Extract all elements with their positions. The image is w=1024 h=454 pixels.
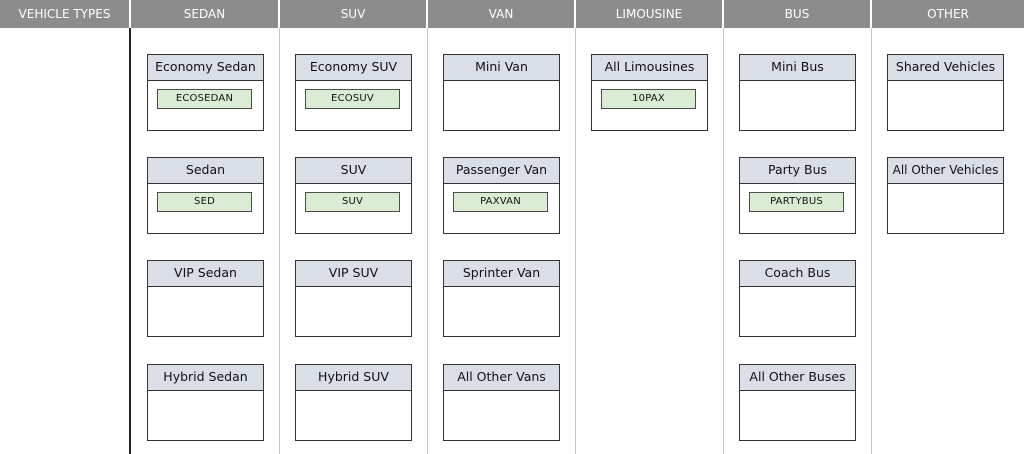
card-body[interactable]	[444, 287, 559, 337]
card-title: All Other Buses	[740, 365, 855, 391]
column-header-vehicle-types: VEHICLE TYPES	[0, 0, 129, 28]
card-body[interactable]: PAXVAN	[444, 184, 559, 234]
vehicle-type-card-suv[interactable]: SUV SUV	[295, 157, 412, 234]
vehicle-type-card-all-other-vehicles[interactable]: All Other Vehicles	[887, 157, 1004, 234]
card-title: Party Bus	[740, 158, 855, 184]
card-body[interactable]: ECOSUV	[296, 81, 411, 131]
vehicle-code-tag[interactable]: ECOSEDAN	[157, 89, 252, 109]
card-body[interactable]	[888, 184, 1003, 234]
card-title: Mini Van	[444, 55, 559, 81]
card-title: All Limousines	[592, 55, 707, 81]
column-divider	[723, 28, 724, 454]
card-title: Economy SUV	[296, 55, 411, 81]
card-title: Shared Vehicles	[888, 55, 1003, 81]
column-divider	[427, 28, 428, 454]
column-divider	[279, 28, 280, 454]
card-body[interactable]	[740, 287, 855, 337]
column-header-suv: SUV	[280, 0, 426, 28]
vehicle-type-card-passenger-van[interactable]: Passenger Van PAXVAN	[443, 157, 560, 234]
card-body[interactable]	[444, 391, 559, 441]
vehicle-code-tag[interactable]: SUV	[305, 192, 400, 212]
column-header-sedan: SEDAN	[131, 0, 278, 28]
vehicle-type-card-economy-sedan[interactable]: Economy Sedan ECOSEDAN	[147, 54, 264, 131]
vehicle-type-card-hybrid-sedan[interactable]: Hybrid Sedan	[147, 364, 264, 441]
vehicle-code-tag[interactable]: 10PAX	[601, 89, 696, 109]
card-body[interactable]: PARTYBUS	[740, 184, 855, 234]
vehicle-type-card-party-bus[interactable]: Party Bus PARTYBUS	[739, 157, 856, 234]
card-title: All Other Vans	[444, 365, 559, 391]
vehicle-type-card-all-limousines[interactable]: All Limousines 10PAX	[591, 54, 708, 131]
vehicle-type-card-shared-vehicles[interactable]: Shared Vehicles	[887, 54, 1004, 131]
card-title: Coach Bus	[740, 261, 855, 287]
vehicle-type-card-mini-van[interactable]: Mini Van	[443, 54, 560, 131]
card-body[interactable]	[296, 391, 411, 441]
vehicle-type-card-all-other-buses[interactable]: All Other Buses	[739, 364, 856, 441]
column-divider	[871, 28, 872, 454]
column-header-bus: BUS	[724, 0, 870, 28]
card-title: Mini Bus	[740, 55, 855, 81]
card-title: Economy Sedan	[148, 55, 263, 81]
column-divider	[575, 28, 576, 454]
card-title: All Other Vehicles	[888, 158, 1003, 184]
column-header-van: VAN	[428, 0, 574, 28]
column-header-other: OTHER	[872, 0, 1024, 28]
card-body[interactable]: 10PAX	[592, 81, 707, 131]
vehicle-type-card-vip-sedan[interactable]: VIP Sedan	[147, 260, 264, 337]
card-title: Hybrid Sedan	[148, 365, 263, 391]
card-title: SUV	[296, 158, 411, 184]
vehicle-type-card-sedan[interactable]: Sedan SED	[147, 157, 264, 234]
card-body[interactable]	[740, 391, 855, 441]
vehicle-type-card-vip-suv[interactable]: VIP SUV	[295, 260, 412, 337]
card-title: Passenger Van	[444, 158, 559, 184]
card-title: Sprinter Van	[444, 261, 559, 287]
column-header-row: VEHICLE TYPES SEDAN SUV VAN LIMOUSINE BU…	[0, 0, 1024, 28]
vehicle-type-card-sprinter-van[interactable]: Sprinter Van	[443, 260, 560, 337]
card-body[interactable]	[888, 81, 1003, 131]
card-body[interactable]	[444, 81, 559, 131]
card-body[interactable]	[148, 287, 263, 337]
vehicle-type-card-coach-bus[interactable]: Coach Bus	[739, 260, 856, 337]
vehicle-type-card-all-other-vans[interactable]: All Other Vans	[443, 364, 560, 441]
vehicle-code-tag[interactable]: PAXVAN	[453, 192, 548, 212]
column-divider	[129, 28, 131, 454]
card-title: Hybrid SUV	[296, 365, 411, 391]
vehicle-type-card-mini-bus[interactable]: Mini Bus	[739, 54, 856, 131]
card-title: VIP Sedan	[148, 261, 263, 287]
vehicle-code-tag[interactable]: ECOSUV	[305, 89, 400, 109]
card-body[interactable]	[148, 391, 263, 441]
card-body[interactable]: ECOSEDAN	[148, 81, 263, 131]
card-body[interactable]	[296, 287, 411, 337]
card-title: Sedan	[148, 158, 263, 184]
card-body[interactable]: SUV	[296, 184, 411, 234]
card-body[interactable]	[740, 81, 855, 131]
vehicle-type-card-hybrid-suv[interactable]: Hybrid SUV	[295, 364, 412, 441]
card-title: VIP SUV	[296, 261, 411, 287]
column-header-limousine: LIMOUSINE	[576, 0, 722, 28]
vehicle-type-card-economy-suv[interactable]: Economy SUV ECOSUV	[295, 54, 412, 131]
vehicle-code-tag[interactable]: PARTYBUS	[749, 192, 844, 212]
vehicle-code-tag[interactable]: SED	[157, 192, 252, 212]
card-body[interactable]: SED	[148, 184, 263, 234]
